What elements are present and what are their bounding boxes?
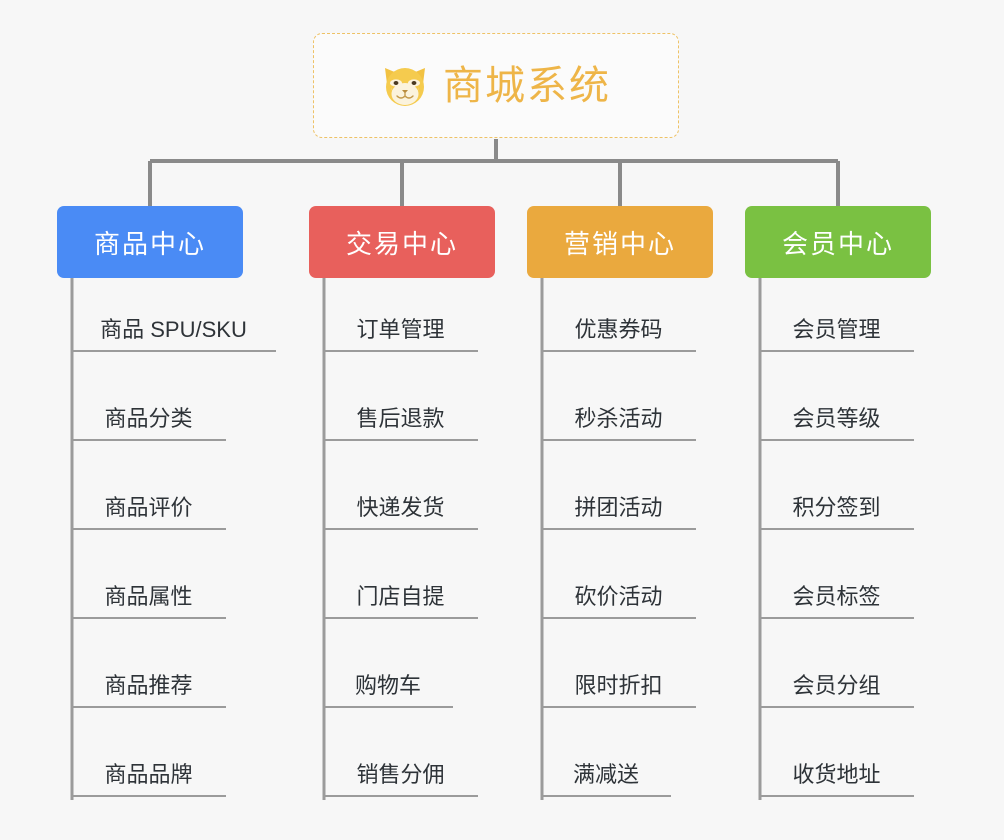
leaf-item[interactable]: 砍价活动 [541, 586, 696, 619]
category-label-2: 交易中心 [345, 228, 458, 259]
leaf-label: 商品推荐 [104, 673, 193, 698]
root-node[interactable]: 商城系统 [313, 33, 679, 138]
dog-face-icon [381, 62, 429, 110]
leaf-item[interactable]: 销售分佣 [323, 764, 478, 797]
leaf-label: 商品 SPU/SKU [100, 317, 247, 342]
root-title: 商城系统 [443, 63, 611, 108]
leaf-label: 会员分组 [792, 673, 881, 698]
leaf-item[interactable]: 收货地址 [759, 764, 914, 797]
category-box-3[interactable]: 营销中心 [527, 206, 713, 278]
leaf-label: 商品属性 [104, 584, 193, 609]
leaf-item[interactable]: 商品 SPU/SKU [71, 319, 276, 352]
category-box-1[interactable]: 商品中心 [57, 206, 243, 278]
leaf-label: 商品分类 [104, 406, 193, 431]
leaf-item[interactable]: 拼团活动 [541, 497, 696, 530]
leaf-item[interactable]: 商品评价 [71, 497, 226, 530]
category-label-3: 营销中心 [563, 228, 676, 259]
category-label-1: 商品中心 [93, 228, 206, 259]
leaf-label: 限时折扣 [574, 673, 663, 698]
leaf-item[interactable]: 商品推荐 [71, 675, 226, 708]
leaf-item[interactable]: 满减送 [541, 764, 671, 797]
category-label-4: 会员中心 [781, 228, 894, 259]
leaf-item[interactable]: 会员等级 [759, 408, 914, 441]
leaf-label: 商品品牌 [104, 762, 193, 787]
leaf-label: 购物车 [354, 673, 421, 698]
category-box-2[interactable]: 交易中心 [309, 206, 495, 278]
leaf-item[interactable]: 售后退款 [323, 408, 478, 441]
leaf-item[interactable]: 限时折扣 [541, 675, 696, 708]
leaf-label: 订单管理 [356, 317, 445, 342]
leaf-label: 满减送 [572, 762, 639, 787]
leaf-label: 秒杀活动 [574, 406, 663, 431]
leaf-label: 优惠券码 [574, 317, 663, 342]
leaf-item[interactable]: 会员管理 [759, 319, 914, 352]
leaf-label: 收货地址 [792, 762, 881, 787]
leaf-label: 售后退款 [356, 406, 445, 431]
category-box-4[interactable]: 会员中心 [745, 206, 931, 278]
leaf-label: 门店自提 [356, 584, 445, 609]
leaf-item[interactable]: 商品属性 [71, 586, 226, 619]
leaf-label: 快递发货 [356, 495, 445, 520]
leaf-label: 拼团活动 [574, 495, 663, 520]
leaf-item[interactable]: 商品品牌 [71, 764, 226, 797]
leaf-item[interactable]: 秒杀活动 [541, 408, 696, 441]
leaf-item[interactable]: 会员分组 [759, 675, 914, 708]
leaf-label: 会员等级 [792, 406, 881, 431]
leaf-label: 销售分佣 [356, 762, 445, 787]
leaf-item[interactable]: 快递发货 [323, 497, 478, 530]
leaf-label: 商品评价 [104, 495, 193, 520]
leaf-item[interactable]: 积分签到 [759, 497, 914, 530]
leaf-label: 积分签到 [792, 495, 881, 520]
leaf-item[interactable]: 优惠券码 [541, 319, 696, 352]
leaf-item[interactable]: 门店自提 [323, 586, 478, 619]
leaf-label: 会员标签 [792, 584, 881, 609]
leaf-item[interactable]: 购物车 [323, 675, 453, 708]
leaf-item[interactable]: 订单管理 [323, 319, 478, 352]
leaf-label: 砍价活动 [574, 584, 663, 609]
leaf-item[interactable]: 会员标签 [759, 586, 914, 619]
leaf-item[interactable]: 商品分类 [71, 408, 226, 441]
leaf-label: 会员管理 [792, 317, 881, 342]
